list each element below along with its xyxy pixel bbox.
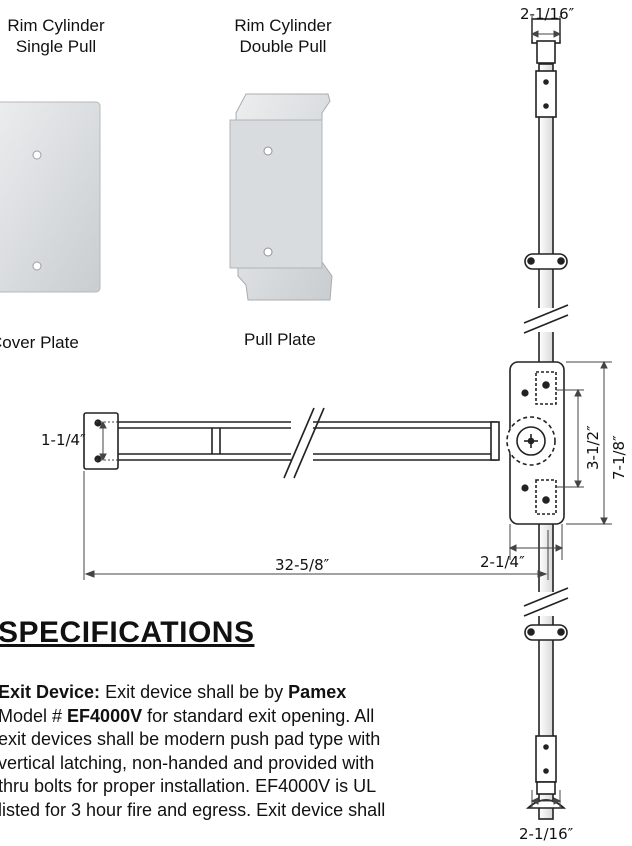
specifications-heading: SPECIFICATIONS: [0, 616, 255, 649]
spec-line: thru bolts for proper installation. EF40…: [0, 776, 377, 796]
spec-line: exit devices shall be modern push pad ty…: [0, 729, 381, 749]
chassis: [506, 361, 565, 525]
push-bar: [83, 407, 500, 479]
spec-line: Model # EF4000V for standard exit openin…: [0, 705, 375, 726]
specifications-body: Exit Device: Exit device shall be by Pam…: [0, 681, 498, 822]
spec-line: Exit Device: Exit device shall be by Pam…: [0, 682, 347, 702]
spec-line: listed for 3 hour fire and egress. Exit …: [0, 799, 386, 820]
dimension-lines: [83, 16, 612, 808]
dim-top-width: 2-1/16″: [520, 5, 575, 23]
spec-line: vertical latching, non-handed and provid…: [0, 752, 375, 773]
caption-single-pull: Rim Cylinder Single Pull: [7, 16, 105, 56]
cover-plate-image: [0, 101, 101, 293]
caption-pull-plate: Pull Plate: [244, 330, 316, 349]
dim-strike-spacing: 3-1/2″: [584, 425, 602, 470]
pull-plate-image: [229, 93, 333, 301]
caption-double-pull: Rim Cylinder Double Pull: [234, 16, 332, 56]
dim-bottom-width: 2-1/16″: [519, 825, 574, 843]
dim-bar-height: 1-1/4″: [41, 431, 86, 449]
dim-chassis-width: 2-1/4″: [480, 553, 525, 571]
caption-cover-plate: Cover Plate: [0, 333, 79, 352]
dim-bar-length: 32-5/8″: [275, 556, 330, 574]
dim-chassis-height: 7-1/8″: [610, 435, 628, 480]
